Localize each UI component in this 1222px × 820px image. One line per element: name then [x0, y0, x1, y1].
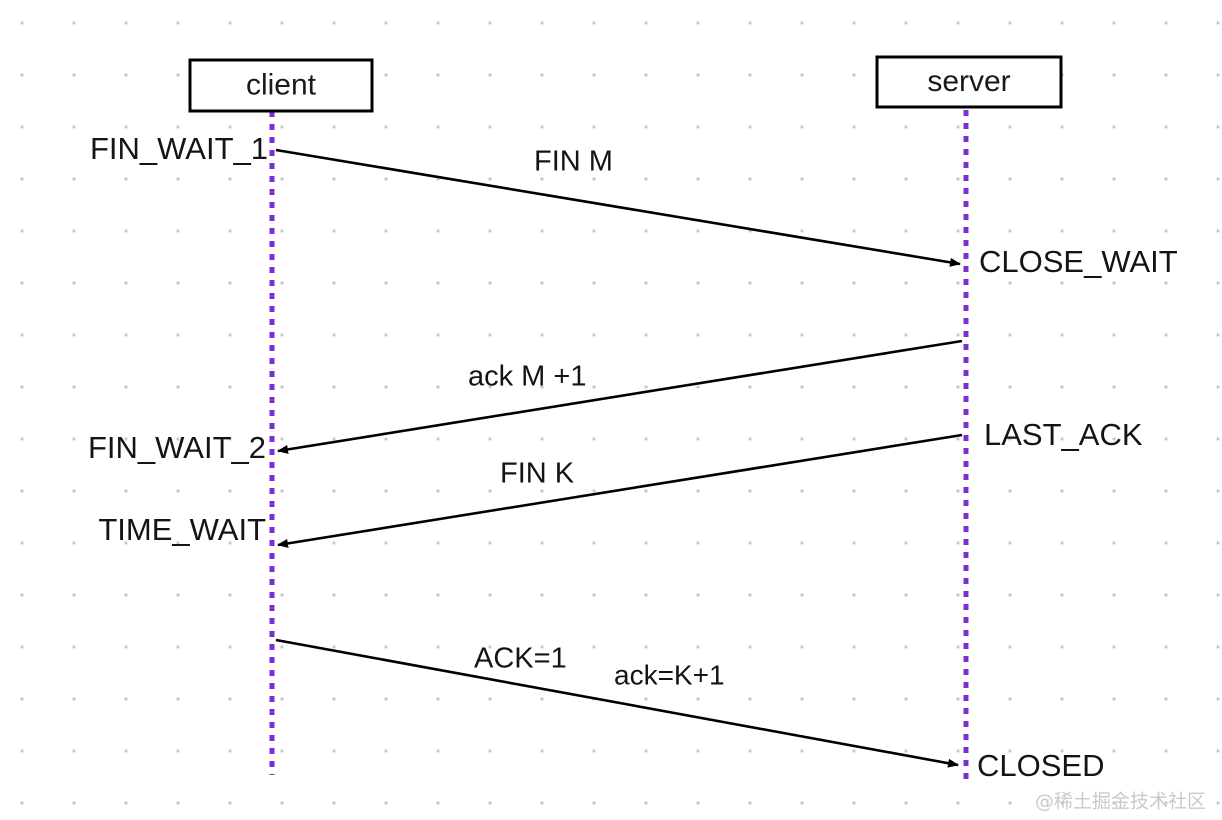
participant-box-client: [188, 58, 374, 113]
message-arrow-fin-k: [277, 433, 963, 548]
extra-labels-layer: ack=K+1: [614, 659, 725, 690]
state-label-fin-wait-2: FIN_WAIT_2: [88, 430, 266, 465]
message-label-fin-m: FIN M: [534, 146, 613, 178]
message-ack-m-plus-1[interactable]: ack M +1: [277, 339, 963, 454]
state-label-closed: CLOSED: [977, 748, 1104, 783]
state-label-fin-wait-1: FIN_WAIT_1: [90, 131, 268, 166]
participant-server[interactable]: server: [875, 55, 1063, 109]
state-label-time-wait: TIME_WAIT: [98, 512, 266, 547]
messages-layer: FIN M ack M +1 FIN K ACK=1: [275, 146, 963, 768]
message-fin-k[interactable]: FIN K: [277, 433, 963, 548]
watermark-layer: @稀土掘金技术社区: [1035, 791, 1206, 813]
participant-box-server: [875, 55, 1063, 109]
state-label-last-ack: LAST_ACK: [984, 417, 1143, 452]
participant-label-server: server: [927, 65, 1010, 98]
message-arrow-ack-equals-1: [275, 638, 959, 768]
extra-label-ack-k-plus-1: ack=K+1: [614, 659, 725, 690]
participants-layer: client server: [188, 55, 1063, 113]
message-label-fin-k: FIN K: [500, 458, 575, 490]
message-ack-equals-1[interactable]: ACK=1: [275, 638, 959, 768]
message-arrow-fin-m: [275, 148, 961, 267]
participant-label-client: client: [246, 68, 317, 101]
message-label-ack-m-plus-1: ack M +1: [468, 361, 586, 393]
message-label-ack-equals-1: ACK=1: [474, 643, 567, 675]
lifelines-layer: [269, 110, 969, 782]
participant-client[interactable]: client: [188, 58, 374, 113]
message-fin-m[interactable]: FIN M: [275, 146, 961, 267]
message-arrow-ack-m-plus-1: [277, 339, 963, 454]
state-label-close-wait: CLOSE_WAIT: [979, 244, 1178, 279]
watermark-text: @稀土掘金技术社区: [1035, 791, 1206, 813]
